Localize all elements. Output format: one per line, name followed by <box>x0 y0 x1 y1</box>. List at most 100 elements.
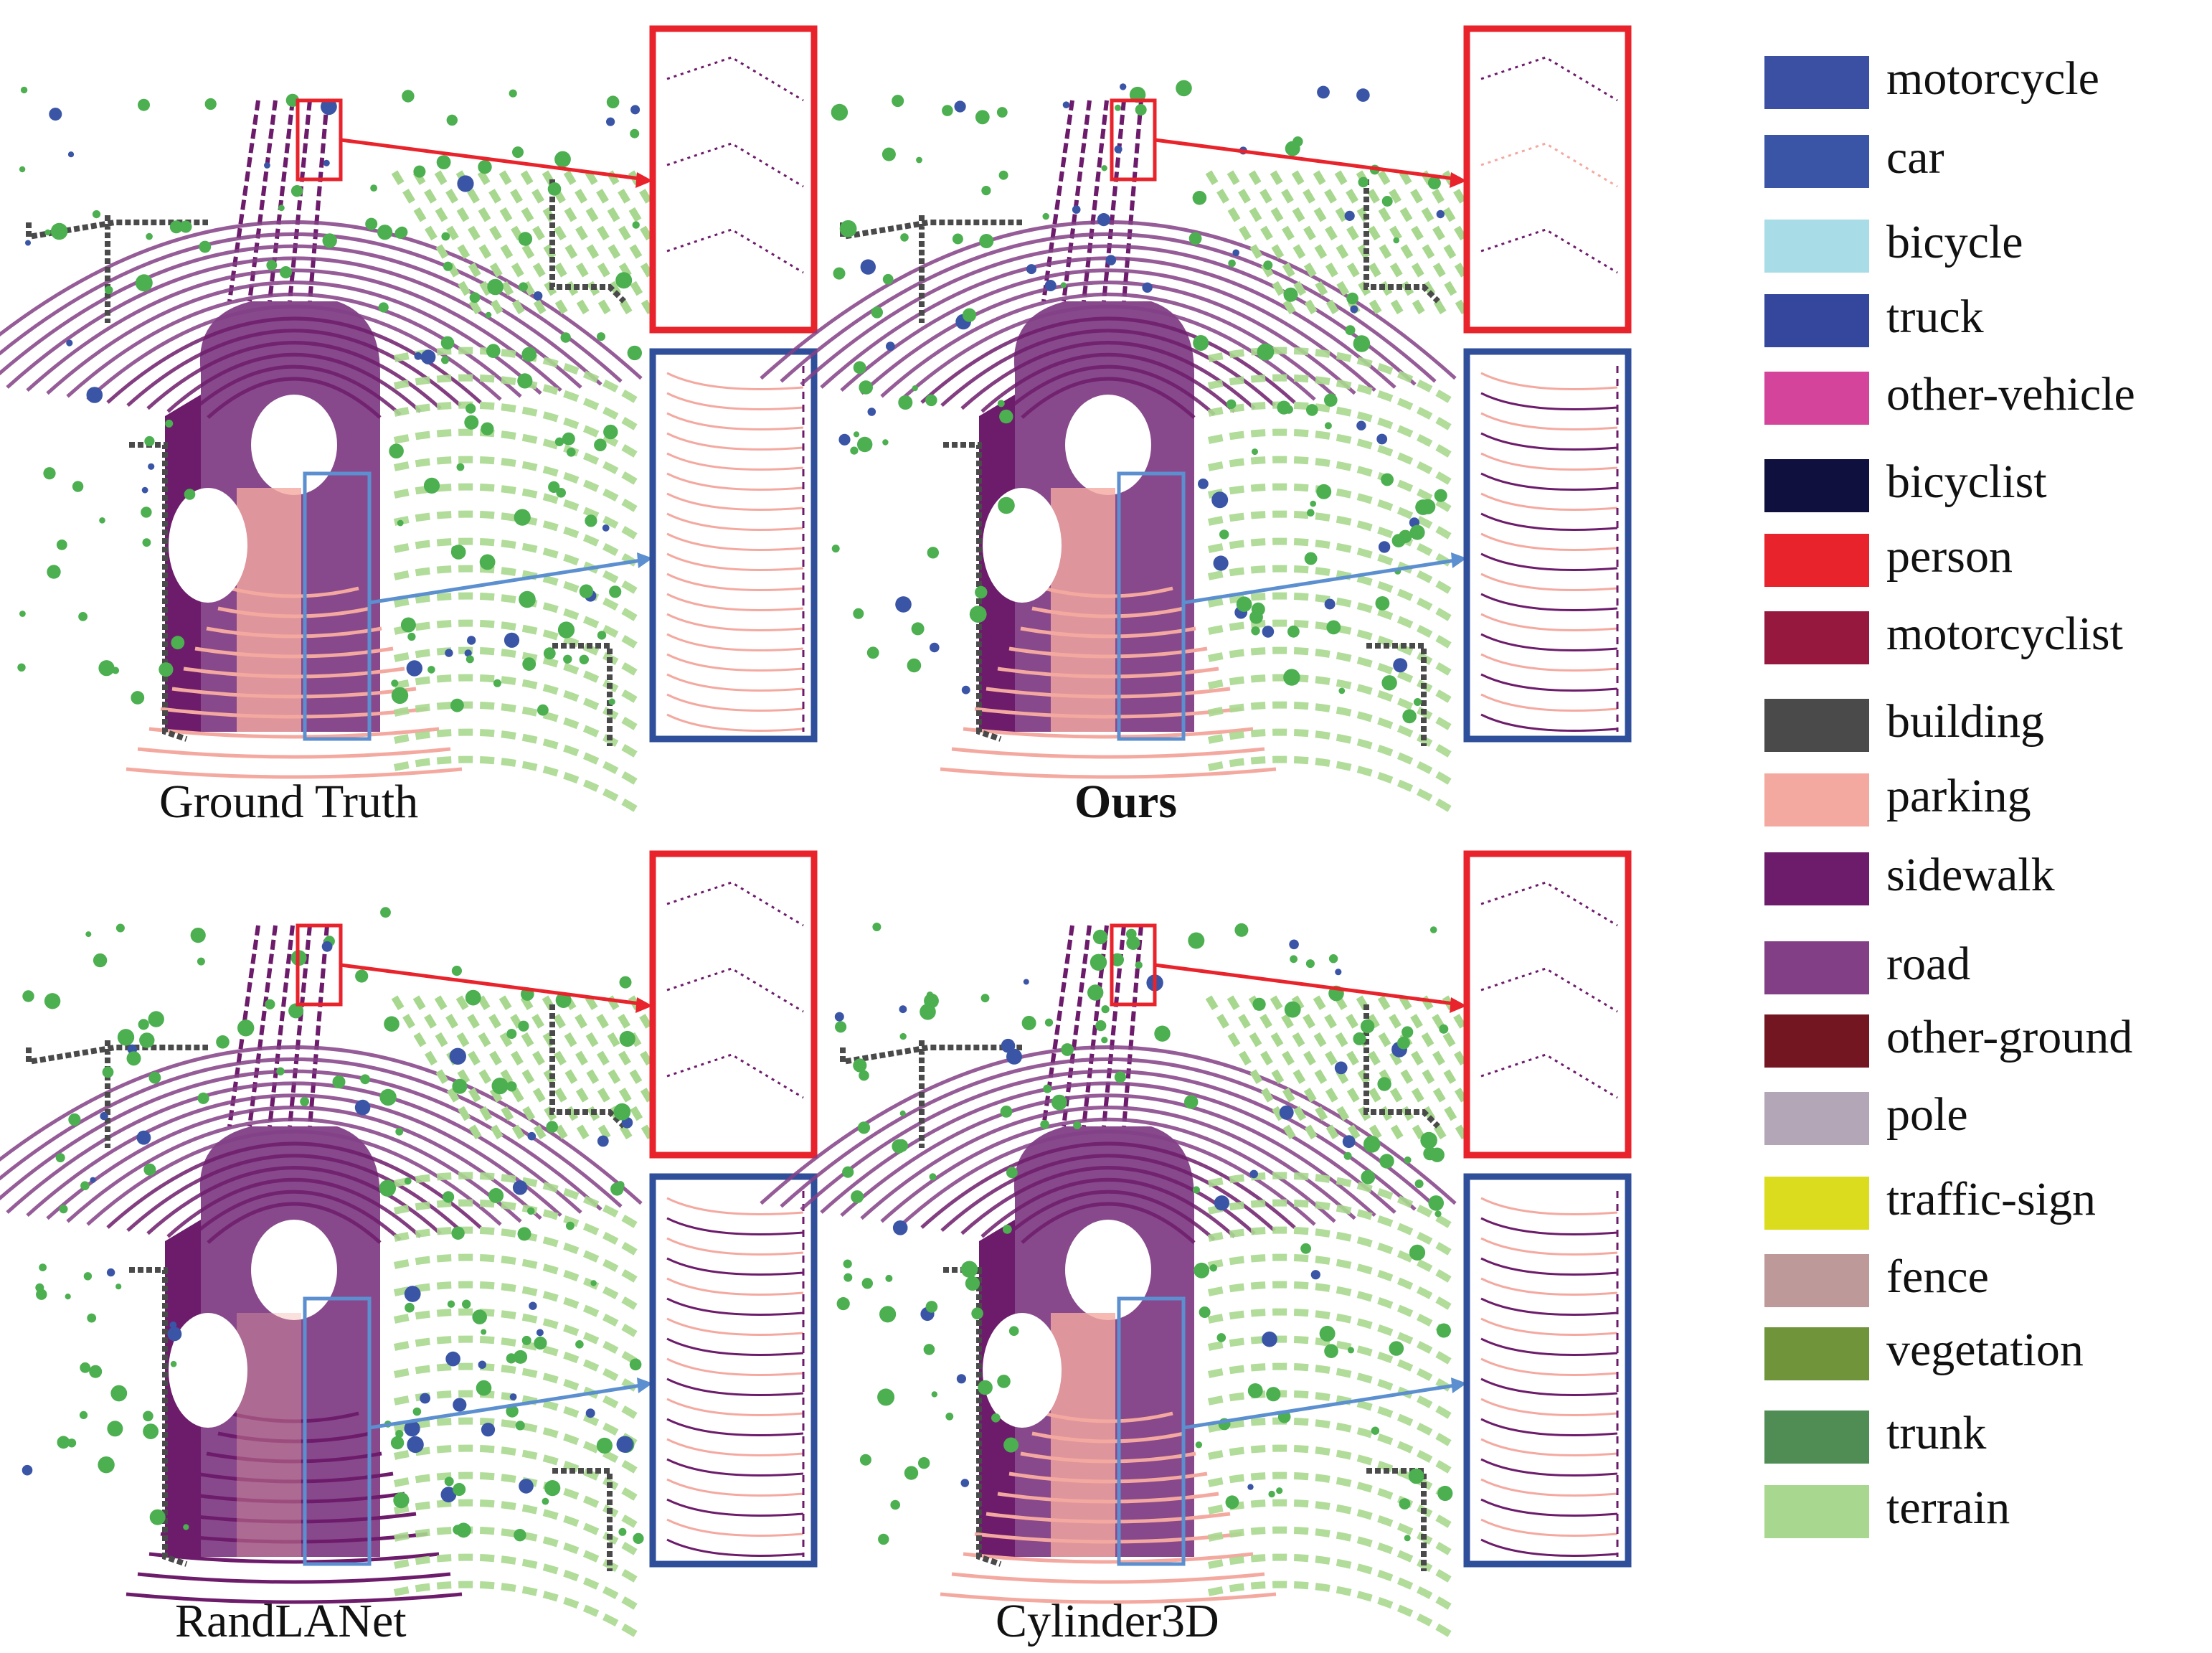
scan-line <box>1041 100 1074 302</box>
vegetation-points <box>143 1163 156 1176</box>
inset-scan <box>1480 228 1618 274</box>
vegetation-points <box>1348 1347 1354 1354</box>
car-points <box>533 291 543 301</box>
vegetation-points <box>997 400 1005 408</box>
terrain-stripe <box>1207 347 1455 405</box>
vegetation-points <box>1126 936 1140 950</box>
zoom-arrow-blue <box>369 557 646 605</box>
inset-scan <box>1480 1378 1618 1396</box>
vegetation-points <box>1234 923 1249 937</box>
terrain-stripe <box>520 170 613 318</box>
vegetation-points <box>1114 1071 1126 1083</box>
vegetation-points <box>872 923 882 931</box>
car-points <box>1279 1105 1294 1120</box>
car-points <box>440 1487 457 1503</box>
vegetation-points <box>89 1365 103 1378</box>
vegetation-points <box>404 1177 412 1185</box>
inset-scan <box>666 1438 804 1456</box>
car-points <box>445 649 453 657</box>
terrain-stripe <box>563 995 656 1143</box>
vegetation-points <box>1371 1426 1380 1435</box>
vegetation-points <box>85 931 92 938</box>
vegetation-points <box>67 1438 77 1448</box>
inset-scan <box>1480 693 1618 712</box>
vegetation-points <box>19 611 26 617</box>
vegetation-points <box>455 1522 471 1538</box>
vegetation-points <box>1283 287 1298 302</box>
vegetation-points <box>613 1103 631 1121</box>
inset-scan <box>1480 1217 1618 1235</box>
vegetation-points <box>1192 191 1207 205</box>
vegetation-points <box>899 1032 907 1040</box>
scene-panel <box>0 25 818 814</box>
vegetation-points <box>517 1227 531 1241</box>
vegetation-points <box>833 267 846 280</box>
vegetation-points <box>290 185 303 197</box>
vegetation-points <box>543 647 556 660</box>
scan-ring <box>137 1572 451 1584</box>
inset-scan <box>666 1518 804 1537</box>
vegetation-points <box>481 1329 487 1335</box>
car-points <box>630 105 641 115</box>
vegetation-points <box>1040 1120 1049 1129</box>
terrain-stripe <box>520 995 613 1143</box>
car-points <box>1342 1135 1356 1149</box>
legend-label: motorcyclist <box>1886 608 2123 660</box>
car-points <box>67 151 75 158</box>
vegetation-points <box>1404 1156 1412 1164</box>
vegetation-points <box>451 966 463 976</box>
terrain-stripe <box>1313 995 1406 1143</box>
vegetation-points <box>1346 292 1358 305</box>
inset-scan <box>1480 1438 1618 1456</box>
vegetation-points <box>878 1533 889 1545</box>
vegetation-points <box>1304 552 1318 565</box>
vegetation-points <box>68 1113 81 1126</box>
terrain-stripe <box>1226 995 1320 1143</box>
terrain-stripe <box>1313 170 1406 318</box>
car-points <box>457 175 474 192</box>
legend-swatch <box>1764 1177 1869 1230</box>
scan-line <box>1082 100 1109 302</box>
scan-ring <box>126 329 462 408</box>
vegetation-points <box>1343 1152 1352 1160</box>
inset-scan <box>1480 412 1618 430</box>
building-outline <box>549 1004 626 1571</box>
vegetation-points <box>378 302 389 313</box>
vegetation-points <box>1428 1195 1444 1211</box>
car-points <box>529 1301 537 1310</box>
vegetation-points <box>452 1078 468 1094</box>
car-points <box>1072 205 1081 214</box>
inset-scan <box>1480 1337 1618 1356</box>
inset-scan <box>666 713 804 732</box>
inset-scan <box>1480 1398 1618 1416</box>
vegetation-points <box>619 1030 635 1047</box>
vegetation-points <box>518 1020 529 1032</box>
caption-randlanet: RandLANet <box>175 1595 407 1647</box>
vegetation-points <box>1061 1043 1074 1056</box>
car-points <box>834 1012 844 1022</box>
terrain-stripe <box>393 646 641 705</box>
vegetation-points <box>360 1074 370 1085</box>
scan-ring <box>960 341 1256 410</box>
terrain-stripe <box>393 1281 641 1339</box>
inset-scan <box>1480 432 1618 451</box>
terrain-stripe <box>1207 537 1455 596</box>
vegetation-points <box>996 107 1008 118</box>
vegetation-points <box>998 170 1008 180</box>
car-points <box>445 1351 460 1367</box>
legend-label: bicycle <box>1886 216 2023 268</box>
vegetation-points <box>143 1411 153 1422</box>
car-points <box>1378 541 1391 553</box>
vegetation-points <box>606 95 620 108</box>
terrain-stripe <box>563 170 656 318</box>
scene-panel <box>0 850 818 1639</box>
legend-swatch <box>1764 1092 1869 1145</box>
inset-scan <box>1480 1053 1618 1099</box>
vegetation-points <box>384 1016 400 1032</box>
scan-ring <box>126 1592 463 1604</box>
vegetation-points <box>831 103 849 121</box>
car-points <box>930 642 940 653</box>
legend-label: vegetation <box>1886 1324 2084 1376</box>
inset-scan <box>666 1398 804 1416</box>
vegetation-points <box>393 1492 410 1509</box>
